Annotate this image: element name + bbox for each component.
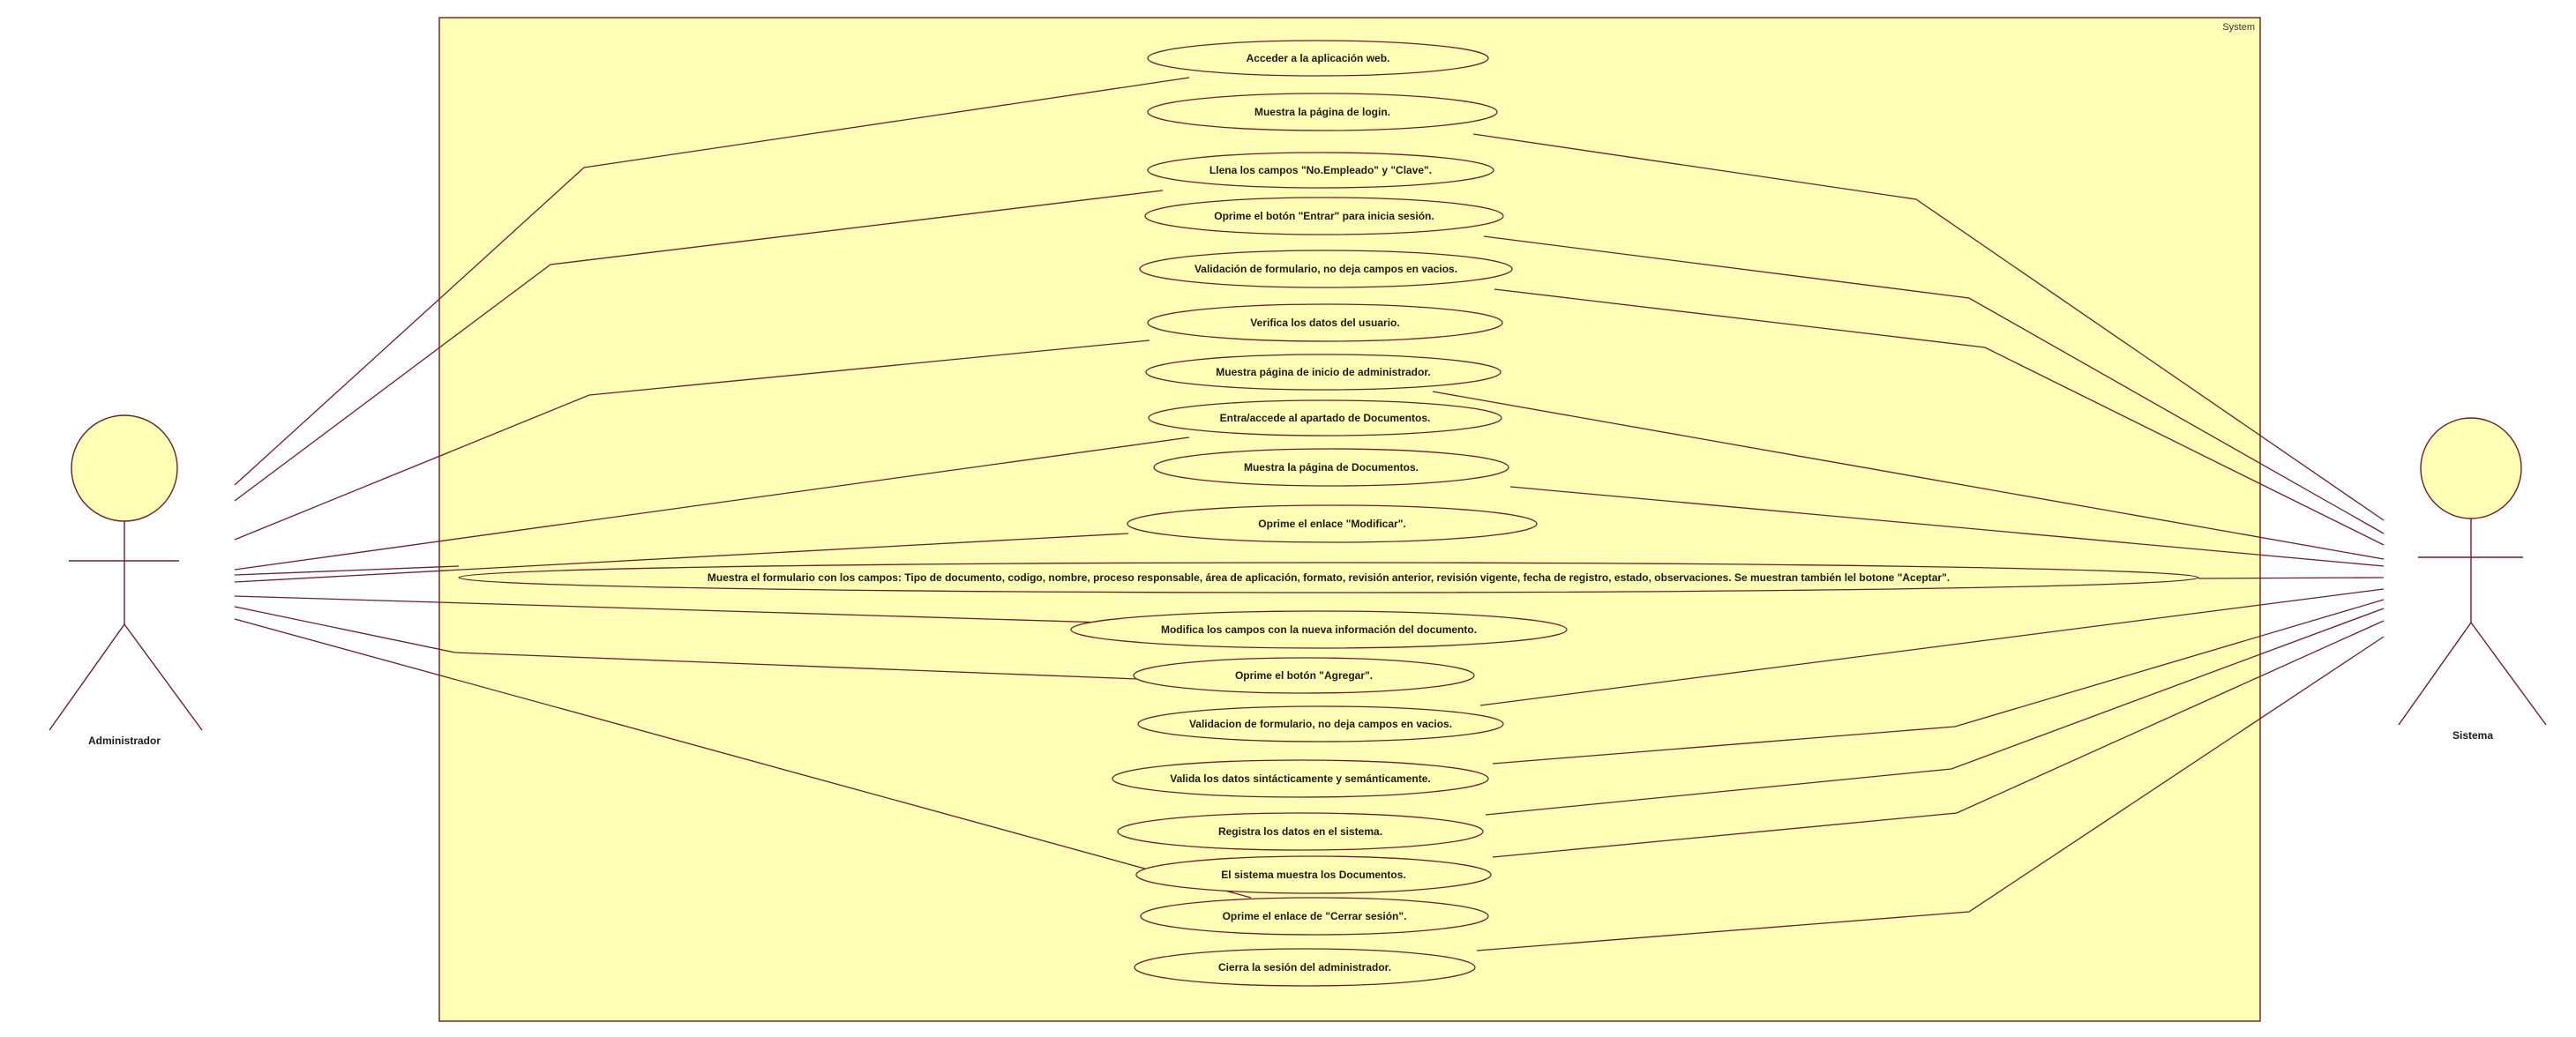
stick-figure-icon [49, 414, 203, 731]
use-case-label: Valida los datos sintácticamente y semán… [1170, 772, 1430, 785]
use-case-label: Muestra la página de login. [1254, 106, 1390, 118]
association-line [1494, 288, 2385, 546]
association-line [1492, 620, 2385, 858]
association-line [1483, 235, 2385, 534]
use-case-label: Acceder a la aplicación web. [1247, 52, 1390, 64]
actor-label: Sistema [2452, 729, 2493, 742]
actor-administrador[interactable]: Administrador [49, 414, 203, 747]
use-case-valida-datos[interactable]: Valida los datos sintácticamente y semán… [1112, 759, 1489, 798]
actor-label: Administrador [88, 735, 161, 747]
use-case-oprime-entrar[interactable]: Oprime el botón "Entrar" para inicia ses… [1144, 197, 1504, 235]
use-case-modifica-campos[interactable]: Modifica los campos con la nueva informa… [1070, 610, 1568, 649]
use-case-label: Verifica los datos del usuario. [1250, 317, 1399, 329]
use-case-acceder[interactable]: Acceder a la aplicación web. [1147, 40, 1489, 77]
association-line [1492, 599, 2385, 765]
use-case-muestra-documentos[interactable]: Muestra la página de Documentos. [1153, 448, 1509, 487]
use-case-label: Validación de formulario, no deja campos… [1194, 263, 1457, 275]
stick-figure-icon [2398, 417, 2547, 726]
use-case-verifica-datos[interactable]: Verifica los datos del usuario. [1147, 303, 1503, 342]
association-line [234, 436, 1190, 571]
association-line [234, 618, 1252, 899]
association-line [234, 595, 1105, 623]
use-case-label: Registra los datos en el sistema. [1218, 825, 1382, 838]
use-case-label: Oprime el botón "Agregar". [1235, 669, 1373, 682]
use-case-label: Oprime el enlace de "Cerrar sesión". [1223, 910, 1407, 922]
association-line [234, 533, 1129, 583]
use-case-cierra-sesion[interactable]: Cierra la sesión del administrador. [1134, 948, 1476, 987]
association-line [234, 190, 1164, 502]
use-case-label: Llena los campos "No.Empleado" y "Clave"… [1209, 164, 1432, 176]
use-case-label: Oprime el botón "Entrar" para inicia ses… [1214, 210, 1434, 222]
use-case-label: Cierra la sesión del administrador. [1218, 961, 1391, 974]
use-case-label: Muestra la página de Documentos. [1244, 461, 1419, 474]
association-line [1485, 608, 2385, 816]
use-case-validacion-formulario[interactable]: Validación de formulario, no deja campos… [1139, 250, 1513, 288]
use-case-label: El sistema muestra los Documentos. [1221, 869, 1405, 881]
use-case-muestra-inicio-admin[interactable]: Muestra página de inicio de administrado… [1145, 354, 1501, 391]
association-line [1479, 588, 2385, 706]
use-case-oprime-agregar[interactable]: Oprime el botón "Agregar". [1133, 657, 1475, 694]
association-line [234, 606, 1139, 680]
use-case-label: Muestra página de inicio de administrado… [1216, 366, 1430, 378]
association-line [234, 565, 460, 576]
association-line [234, 339, 1150, 541]
use-case-muestra-formulario[interactable]: Muestra el formulario con los campos: Ti… [458, 562, 2199, 593]
association-line [1509, 486, 2385, 567]
use-case-label: Modifica los campos con la nueva informa… [1161, 623, 1477, 636]
association-line [1472, 133, 2385, 521]
use-case-muestra-login[interactable]: Muestra la página de login. [1147, 93, 1498, 131]
association-line [1432, 391, 2385, 560]
association-line [1476, 636, 2385, 951]
use-case-registra-datos[interactable]: Registra los datos en el sistema. [1117, 812, 1484, 851]
use-case-label: Validacion de formulario, no deja campos… [1189, 718, 1452, 730]
use-case-muestra-documentos-final[interactable]: El sistema muestra los Documentos. [1135, 855, 1492, 894]
use-case-oprime-modificar[interactable]: Oprime el enlace "Modificar". [1127, 504, 1538, 543]
system-label: System [2222, 22, 2255, 33]
use-case-label: Entra/accede al apartado de Documentos. [1220, 412, 1431, 424]
actor-sistema[interactable]: Sistema [2398, 417, 2547, 742]
use-case-label: Muestra el formulario con los campos: Ti… [708, 571, 1950, 584]
use-case-llena-campos[interactable]: Llena los campos "No.Empleado" y "Clave"… [1147, 152, 1494, 189]
use-case-validacion-formulario-2[interactable]: Validacion de formulario, no deja campos… [1137, 705, 1504, 742]
use-case-oprime-cerrar-sesion[interactable]: Oprime el enlace de "Cerrar sesión". [1140, 897, 1489, 936]
association-lines [234, 77, 2385, 951]
use-case-entra-documentos[interactable]: Entra/accede al apartado de Documentos. [1148, 399, 1502, 436]
use-case-label: Oprime el enlace "Modificar". [1258, 518, 1405, 530]
association-line [234, 77, 1190, 486]
